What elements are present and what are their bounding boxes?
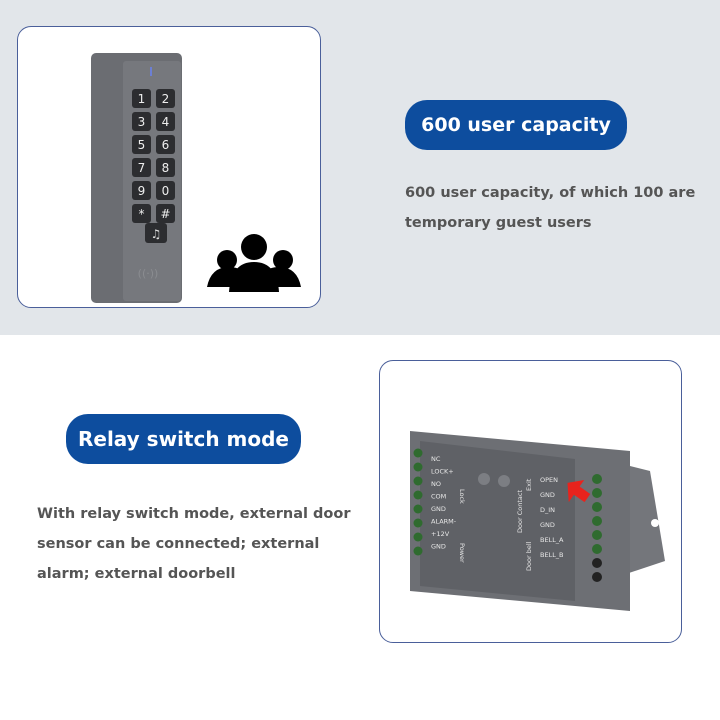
keypad-key: [156, 181, 175, 200]
terminal-screw: [592, 558, 602, 568]
terminal-screw: [413, 532, 423, 542]
user-capacity-badge: 600 user capacity: [405, 100, 627, 150]
relay-mode-description: With relay switch mode, external door se…: [37, 506, 351, 582]
keypad-key: [132, 89, 151, 108]
terminal-screw: [592, 488, 602, 498]
terminal-screw: [413, 476, 423, 486]
terminal-screw: [413, 462, 423, 472]
keypad-key: [156, 89, 175, 108]
terminal-label: BELL_B: [540, 551, 564, 559]
keypad-key-label: #: [160, 207, 170, 221]
keypad-key: [132, 204, 151, 223]
relay-mode-badge: Relay switch mode: [66, 414, 301, 464]
keypad-key: [156, 204, 175, 223]
keypad-key-label: 3: [138, 115, 146, 129]
keypad-key-label: 8: [162, 161, 170, 175]
keypad-key-label: *: [139, 207, 145, 221]
terminal-screw: [413, 448, 423, 458]
group-label: Lock: [458, 489, 466, 504]
rfid-icon: ((·)): [138, 267, 159, 280]
terminal-label: GND: [540, 521, 555, 529]
keypad-key-label: 6: [162, 138, 170, 152]
keypad-key-label: 0: [162, 184, 170, 198]
group-label: Exit: [525, 478, 533, 491]
terminal-label: ALARM-: [431, 518, 457, 526]
keypad-key-label: 5: [138, 138, 146, 152]
keypad-key: [156, 135, 175, 154]
keypad-key: [132, 135, 151, 154]
keypad-keys: 1 2 3 4 5 6 7 8 9 0 * #: [132, 89, 175, 223]
terminal-screw: [592, 572, 602, 582]
keypad-device-image: 1 2 3 4 5 6 7 8 9 0 * # ♫ ((·)): [91, 53, 301, 303]
terminal-label: NC: [431, 455, 441, 463]
keypad-key: [132, 112, 151, 131]
group-label: Door bell: [525, 541, 533, 571]
terminal-label: OPEN: [540, 476, 558, 484]
terminal-screw: [413, 518, 423, 528]
terminal-screw: [413, 504, 423, 514]
group-label: Power: [458, 543, 466, 563]
terminal-label: +12V: [431, 530, 450, 538]
keypad-key-label: 9: [138, 184, 146, 198]
keypad-key-label: 2: [162, 92, 170, 106]
terminal-label: GND: [431, 505, 446, 513]
terminal-label: D_IN: [540, 506, 555, 514]
keypad-key: [156, 112, 175, 131]
terminal-screw: [592, 530, 602, 540]
keypad-image-card: 1 2 3 4 5 6 7 8 9 0 * # ♫ ((·)): [17, 26, 321, 308]
terminal-screw: [413, 546, 423, 556]
keypad-key-label: 7: [138, 161, 146, 175]
arrow-indicator: [567, 479, 591, 503]
terminal-label: GND: [540, 491, 555, 499]
terminal-screw: [592, 502, 602, 512]
users-group-icon: [207, 234, 301, 292]
terminal-screw: [592, 544, 602, 554]
group-label: Door Contact: [516, 490, 524, 533]
terminal-label: GND: [431, 543, 446, 551]
terminal-label: LOCK+: [431, 468, 454, 476]
keypad-key: [156, 158, 175, 177]
keypad-key: [132, 181, 151, 200]
keypad-key-label: 4: [162, 115, 170, 129]
bell-icon: ♫: [151, 227, 162, 241]
terminal-screw: [592, 516, 602, 526]
terminal-screw: [413, 490, 423, 500]
user-capacity-description: 600 user capacity, of which 100 are temp…: [405, 185, 696, 231]
keypad-key: [132, 158, 151, 177]
terminal-screw: [592, 474, 602, 484]
keypad-key-label: 1: [138, 92, 146, 106]
terminal-label: COM: [431, 493, 446, 501]
terminal-label: BELL_A: [540, 536, 564, 544]
terminal-label: NO: [431, 480, 441, 488]
